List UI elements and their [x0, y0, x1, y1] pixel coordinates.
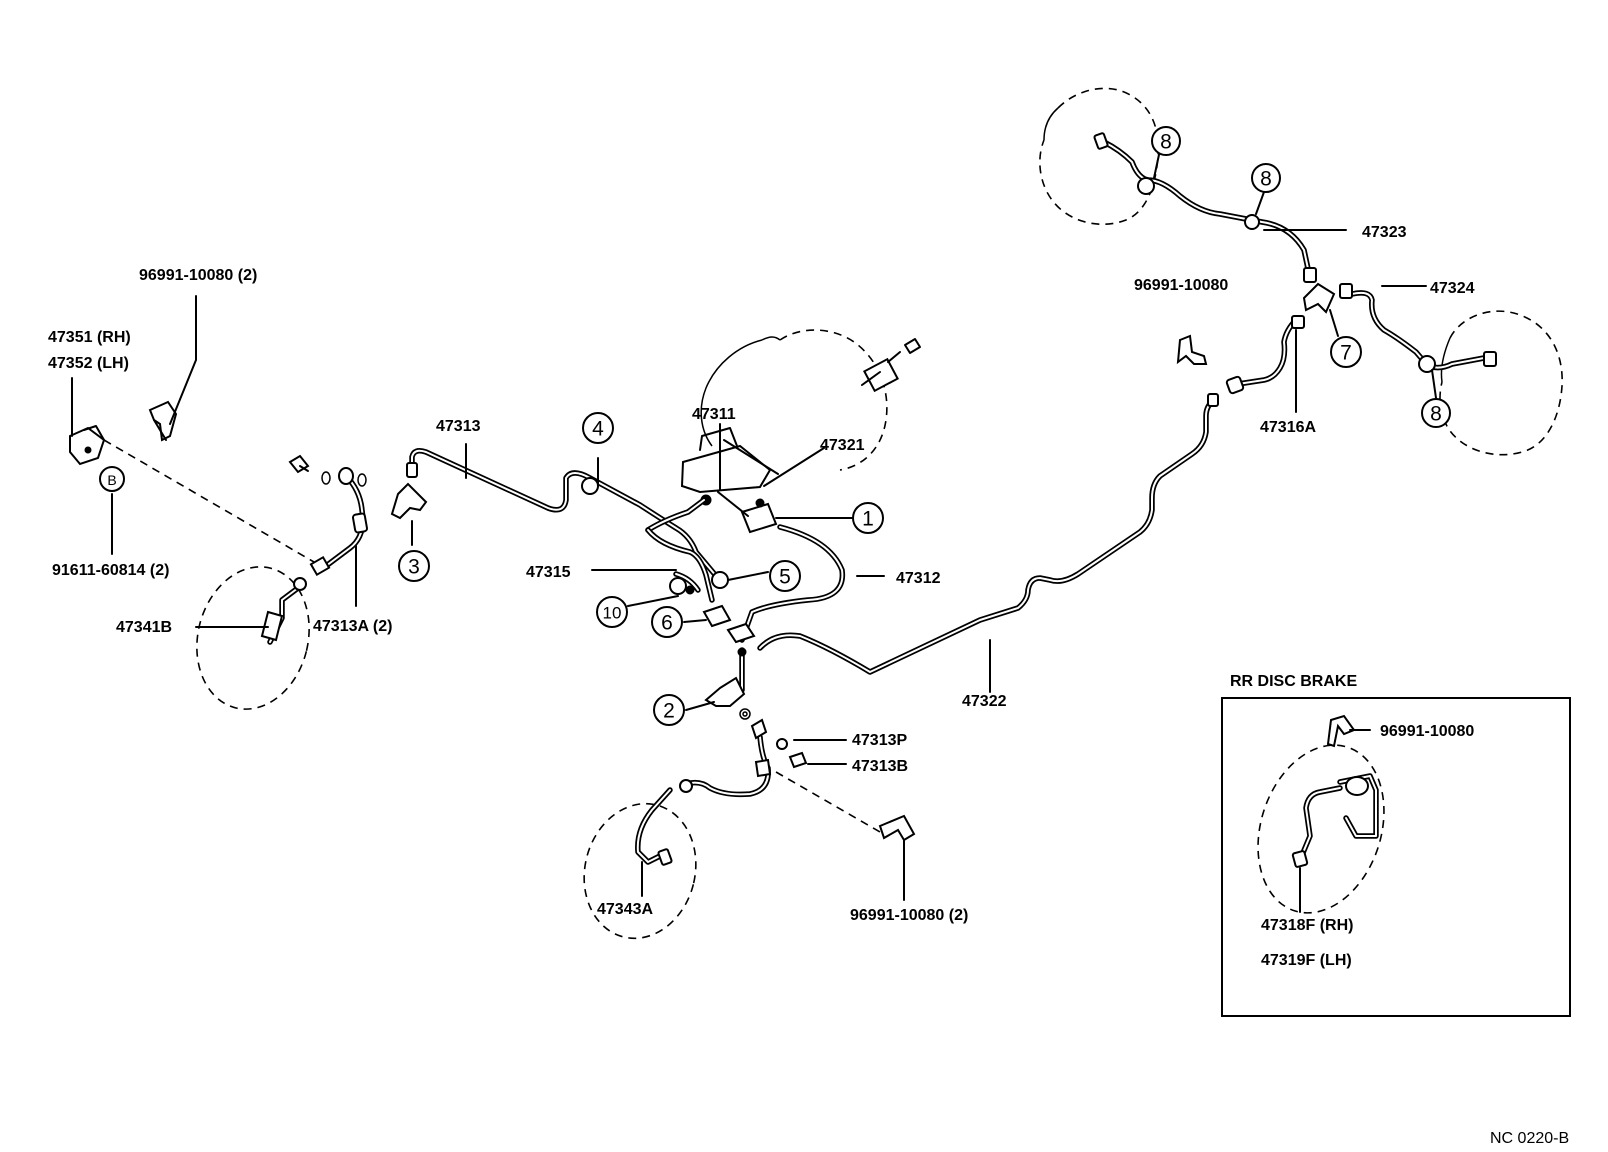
label-47341b: 47341B — [116, 619, 172, 636]
callout-1: 1 — [852, 502, 884, 534]
label-47311: 47311 — [692, 406, 736, 423]
callout-8-b-text: 8 — [1260, 168, 1272, 191]
brake-pipe-p3-bore — [647, 529, 713, 601]
callout-2: 2 — [653, 694, 685, 726]
label-47316a: 47316A — [1260, 419, 1316, 436]
label-47312: 47312 — [896, 570, 941, 587]
rear-right-drum-outline — [1439, 310, 1563, 456]
label-47351-rh: 47351 (RH) — [48, 329, 131, 346]
callout-10: 10 — [596, 596, 628, 628]
callout-8-b: 8 — [1251, 163, 1281, 193]
label-47321: 47321 — [820, 437, 865, 454]
brake-pipe-p12 — [1235, 317, 1299, 387]
master-cylinder — [680, 427, 779, 534]
callout-5-text: 5 — [779, 566, 791, 589]
label-96991-10080-inset: 96991-10080 — [1380, 723, 1474, 740]
brake-pipe-p9-bore — [325, 475, 364, 567]
label-47343a: 47343A — [597, 901, 653, 918]
front-left-disc-outline — [196, 566, 310, 710]
brake-pipe-p12-bore — [1237, 319, 1297, 385]
front-left-caliper — [260, 555, 331, 645]
brake-pipe-p6-bore — [759, 399, 1215, 673]
label-47319f-lh: 47319F (LH) — [1261, 952, 1352, 969]
label-47315: 47315 — [526, 564, 571, 581]
inset-rr-disc-brake — [1221, 697, 1571, 1017]
label-96991-10080-2-bottom: 96991-10080 (2) — [850, 907, 968, 924]
label-47318f-rh: 47318F (RH) — [1261, 917, 1353, 934]
bracket-3 — [390, 462, 428, 546]
front-right-disc-outline — [583, 802, 697, 940]
clip-96991-mid — [1176, 334, 1208, 365]
part-labels: 96991-10080 (2) 47351 (RH) 47352 (LH) 91… — [48, 224, 1569, 1147]
callout-6: 6 — [651, 606, 683, 638]
flex-hose-hardware-left — [288, 454, 368, 534]
brake-pipe-p5-bore — [675, 573, 699, 591]
label-96991-10080-mid: 96991-10080 — [1134, 277, 1228, 294]
callout-4-text: 4 — [592, 418, 604, 441]
rear-left-drum-outline — [1039, 87, 1160, 226]
hose-bracket-47351 — [69, 425, 315, 563]
callout-4: 4 — [582, 412, 614, 444]
brake-pipe-p2-bore — [647, 499, 705, 531]
callout-8-a-text: 8 — [1160, 131, 1172, 154]
callout-6-text: 6 — [661, 612, 673, 635]
label-47313a-2: 47313A (2) — [313, 618, 392, 635]
callout-7: 7 — [1330, 336, 1362, 368]
callout-10-text: 10 — [603, 604, 622, 623]
callout-b: B — [99, 466, 125, 492]
inset-title: RR DISC BRAKE — [1230, 673, 1357, 690]
label-96991-10080-2-top: 96991-10080 (2) — [139, 267, 257, 284]
callout-2-text: 2 — [663, 700, 675, 723]
brake-pipes — [323, 139, 1487, 798]
inset-disc-outline — [1257, 744, 1385, 914]
callout-5: 5 — [769, 560, 801, 592]
rear-fittings — [1093, 132, 1497, 407]
callout-7-text: 7 — [1340, 342, 1352, 365]
brake-pipe-p10-bore — [1103, 141, 1311, 279]
clip-96991-top — [148, 400, 178, 442]
front-right-caliper — [635, 771, 881, 866]
booster-pushrod — [863, 357, 899, 393]
pipe-junctions — [581, 177, 1436, 595]
brake-pipe-p1-bore — [411, 449, 723, 584]
brake-drum-outlines — [196, 87, 1563, 940]
inset-frame — [1221, 697, 1571, 1017]
callout-8-a: 8 — [1151, 126, 1181, 156]
callout-b-text: B — [107, 472, 116, 488]
proportioning-valve — [685, 585, 808, 778]
brake-pipe-p4-bore — [741, 526, 844, 641]
brake-booster — [700, 329, 921, 471]
callout-1-text: 1 — [862, 508, 874, 531]
callout-8-c-text: 8 — [1430, 403, 1442, 426]
label-47313p: 47313P — [852, 732, 907, 749]
brake-pipe-p10 — [1101, 139, 1313, 281]
callout-8-c: 8 — [1421, 398, 1451, 428]
leader-lines — [71, 149, 1437, 897]
clip-96991-bottom — [878, 814, 916, 901]
diagram-code: NC 0220-B — [1490, 1130, 1569, 1147]
callout-3: 3 — [398, 550, 430, 582]
callout-3-text: 3 — [408, 556, 420, 579]
label-47352-lh: 47352 (LH) — [48, 355, 129, 372]
label-47324: 47324 — [1430, 280, 1475, 297]
label-47313b: 47313B — [852, 758, 908, 775]
brake-pipe-p11-bore — [1351, 291, 1485, 369]
label-91611-60814-2: 91611-60814 (2) — [52, 562, 169, 579]
label-47322: 47322 — [962, 693, 1007, 710]
label-47313: 47313 — [436, 418, 481, 435]
label-47323: 47323 — [1362, 224, 1407, 241]
